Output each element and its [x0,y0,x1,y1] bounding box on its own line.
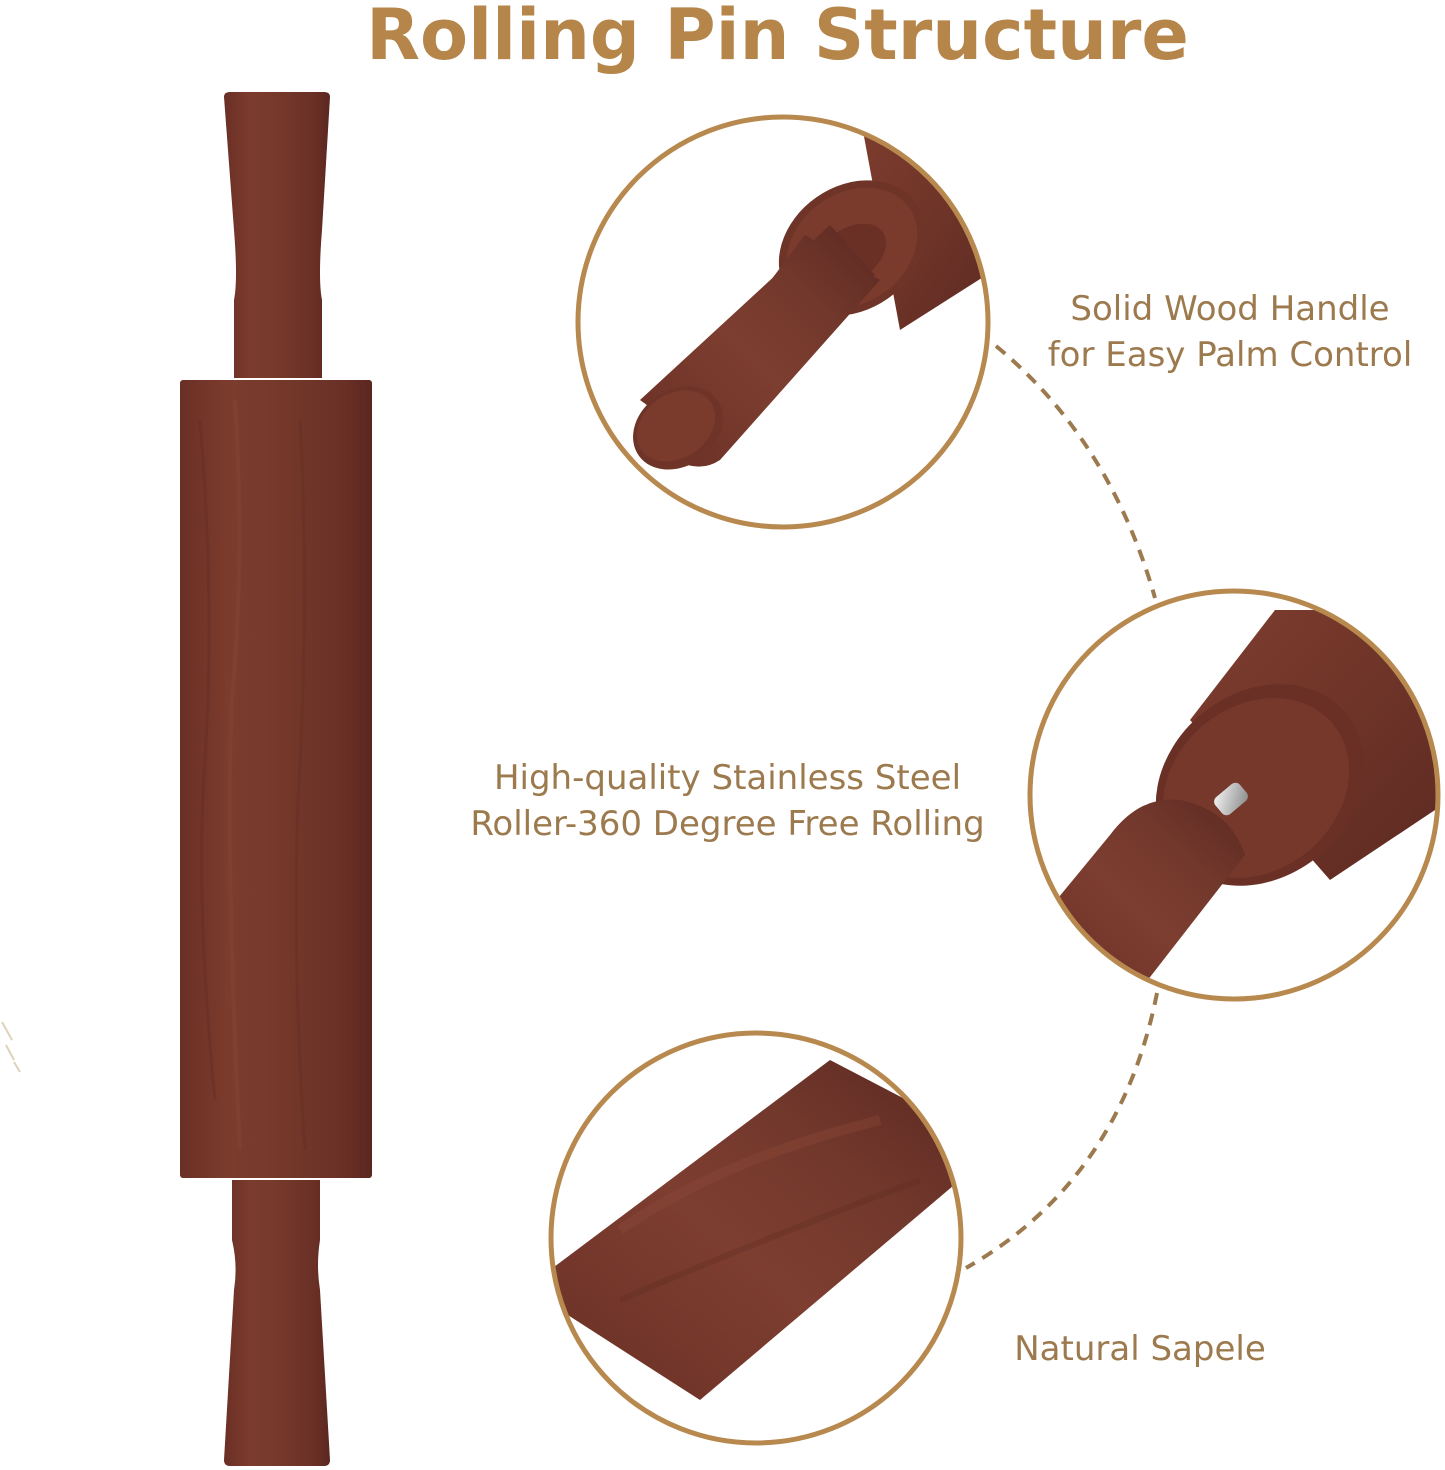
page-title: Rolling Pin Structure [366,0,1189,76]
label-line: Natural Sapele [1014,1329,1266,1369]
connector-line-2 [965,992,1159,1270]
steel-axle-icon [1214,782,1248,816]
steel-axle-closeup [1027,588,1441,1002]
label-stainless-steel-roller: High-quality Stainless Steel Roller-360 … [440,755,1015,847]
wood-grain-closeup [548,1030,964,1446]
bottom-handle [224,1180,330,1466]
label-solid-wood-handle: Solid Wood Handle for Easy Palm Control [1025,286,1435,378]
label-line: Roller-360 Degree Free Rolling [470,804,985,844]
label-line: High-quality Stainless Steel [493,758,962,798]
label-line: for Easy Palm Control [1047,335,1413,375]
roller-body [180,380,372,1178]
label-natural-sapele: Natural Sapele [990,1326,1290,1372]
label-line: Solid Wood Handle [1070,289,1390,329]
connector-line-1 [994,344,1157,599]
top-handle [224,92,330,378]
rolling-pin [180,92,372,1466]
handle-closeup [575,114,991,530]
